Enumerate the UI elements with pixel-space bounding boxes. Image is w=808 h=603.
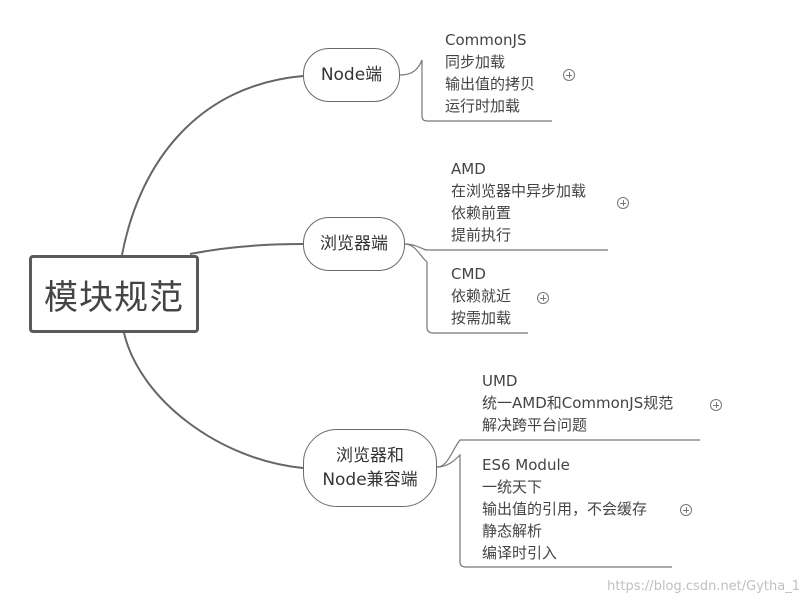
root-topic-label: 模块规范 [44,277,184,318]
expand-es6-module-icon[interactable] [680,504,692,516]
leaf-line: 统一AMD和CommonJS规范 [482,394,674,412]
leaf-line: 静态解析 [482,522,543,540]
leaf-es6-module[interactable]: ES6 Module 一统天下 输出值的引用，不会缓存 静态解析 编译时引入 [482,454,647,564]
leaf-line: CMD [451,265,486,283]
leaf-line: 同步加载 [445,53,506,71]
leaf-line: 依赖就近 [451,287,512,305]
leaf-line: 运行时加载 [445,97,521,115]
expand-commonjs-icon[interactable] [563,69,575,81]
leaf-line: CommonJS [445,31,527,49]
leaf-amd[interactable]: AMD 在浏览器中异步加载 依赖前置 提前执行 [451,158,586,246]
leaf-line: 输出值的拷贝 [445,75,536,93]
leaf-line: 解决跨平台问题 [482,416,588,434]
root-topic[interactable]: 模块规范 [29,255,199,333]
branch-browser-label: 浏览器端 [320,234,388,254]
leaf-line: 提前执行 [451,226,512,244]
leaf-umd[interactable]: UMD 统一AMD和CommonJS规范 解决跨平台问题 [482,370,673,436]
branch-node[interactable]: Node端 [303,48,400,102]
branch-browser-node[interactable]: 浏览器和 Node兼容端 [303,429,437,507]
connector-node-commonjs [399,59,552,122]
expand-umd-icon[interactable] [710,399,722,411]
leaf-line: 在浏览器中异步加载 [451,182,587,200]
connector-root-browser [189,243,304,255]
branch-both-line1: 浏览器和 [336,446,404,466]
leaf-commonjs[interactable]: CommonJS 同步加载 输出值的拷贝 运行时加载 [445,29,535,117]
branch-node-label: Node端 [320,65,383,85]
leaf-line: AMD [451,160,486,178]
connector-root-node [121,75,304,256]
connector-browser-cmd [404,243,528,334]
connector-root-both [123,332,304,469]
expand-cmd-icon[interactable] [537,292,549,304]
leaf-line: 编译时引入 [482,544,558,562]
expand-amd-icon[interactable] [617,197,629,209]
branch-browser[interactable]: 浏览器端 [303,217,405,271]
leaf-line: 按需加载 [451,309,512,327]
leaf-line: ES6 Module [482,456,570,474]
watermark: https://blog.csdn.net/Gytha_1 [607,579,800,594]
leaf-line: 一统天下 [482,478,543,496]
leaf-line: 依赖前置 [451,204,512,222]
leaf-cmd[interactable]: CMD 依赖就近 按需加载 [451,263,511,329]
branch-both-line2: Node兼容端 [322,470,418,490]
leaf-line: 输出值的引用，不会缓存 [482,500,648,518]
leaf-line: UMD [482,372,518,390]
connector-both-esm [436,453,672,568]
